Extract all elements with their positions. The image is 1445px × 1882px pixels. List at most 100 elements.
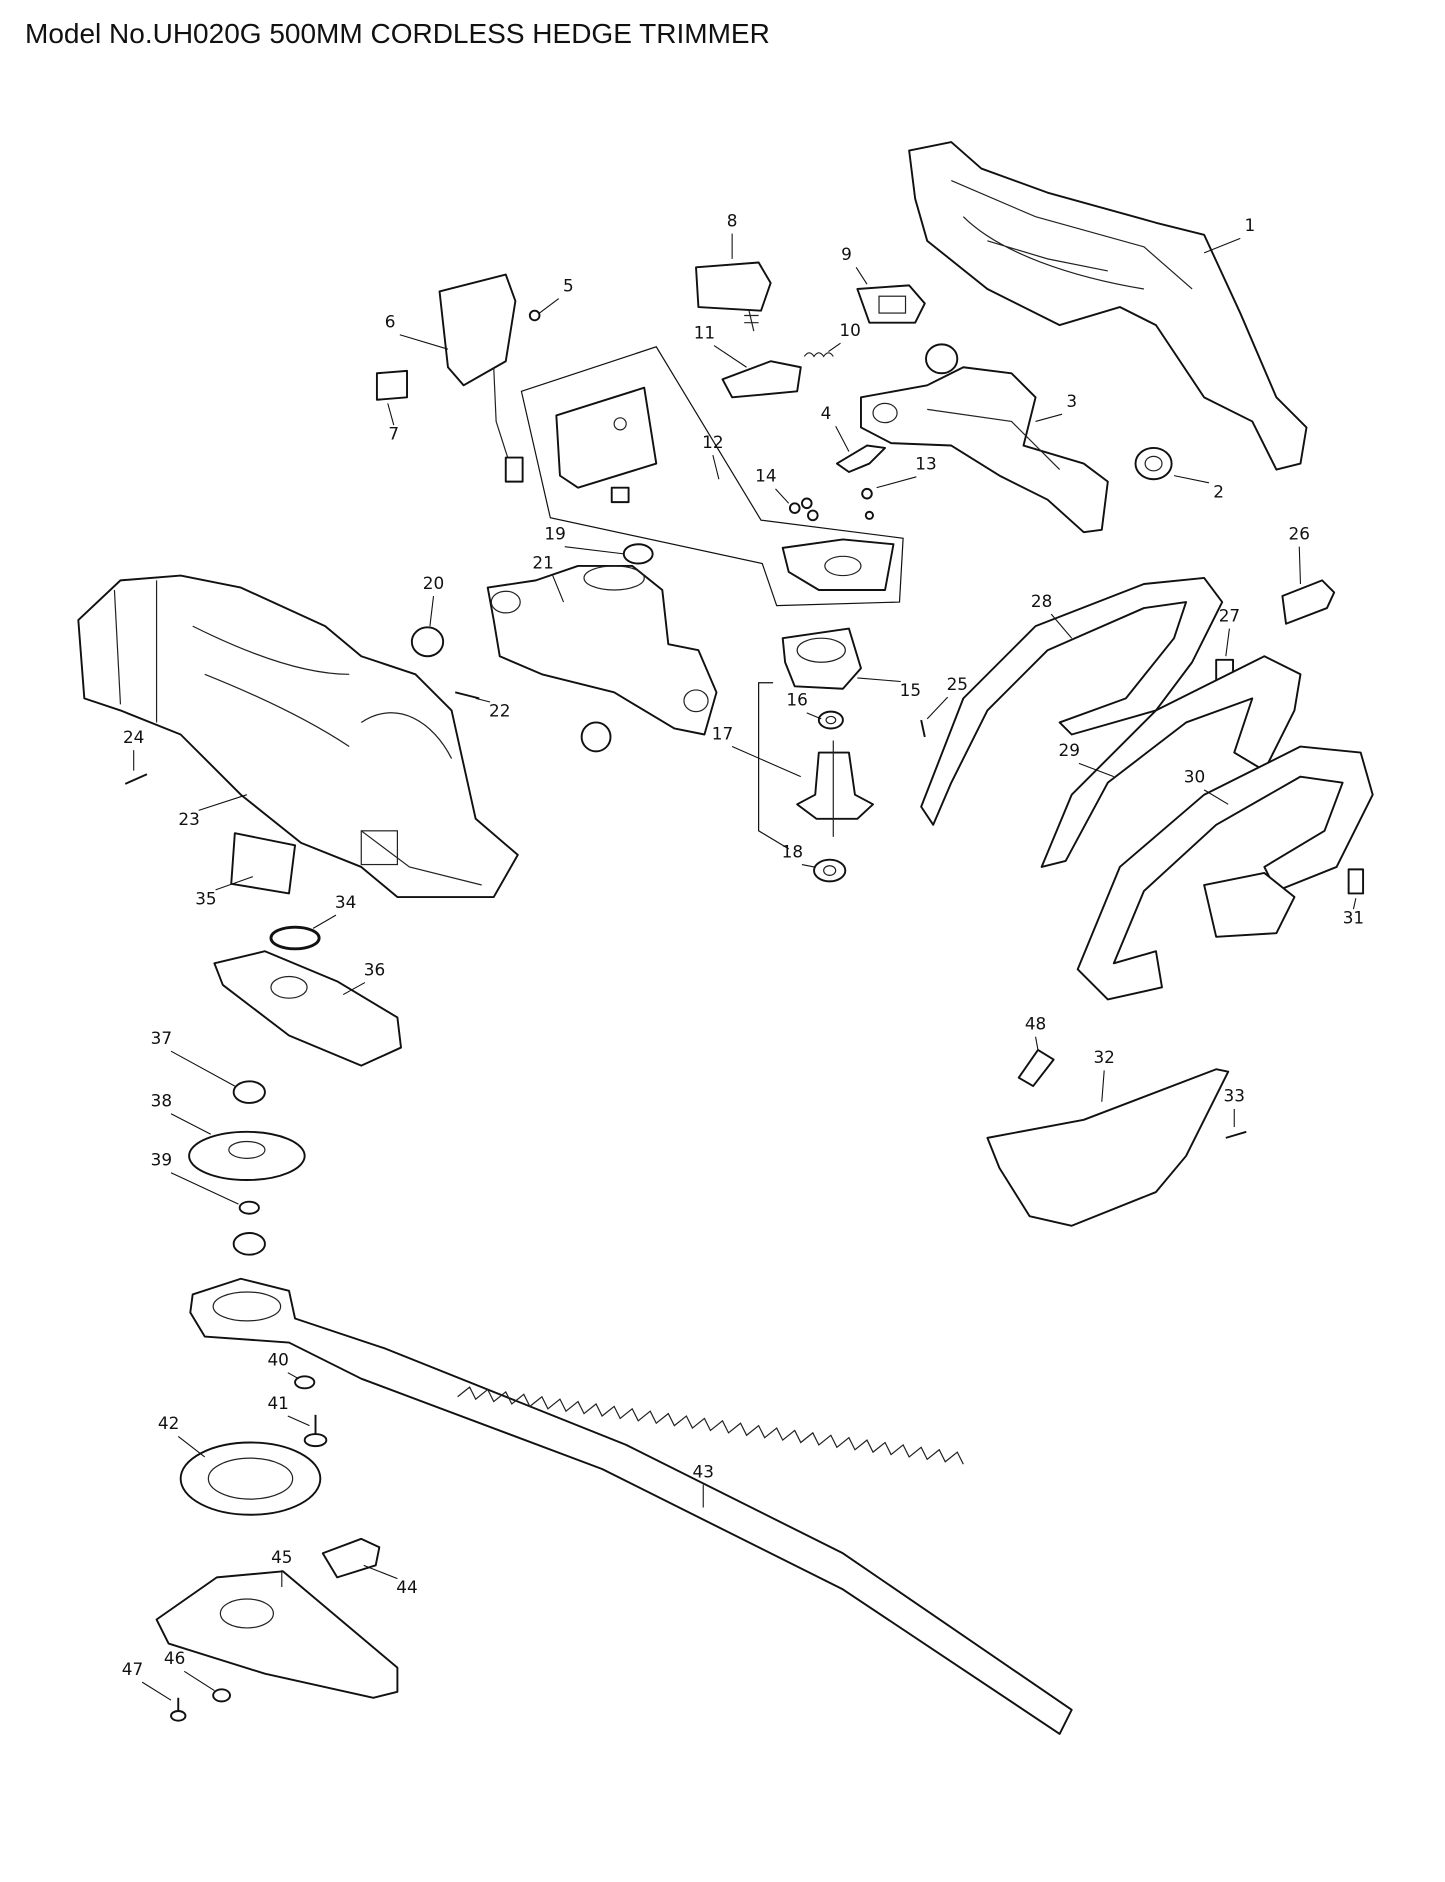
- leader-line-38: [170, 1113, 212, 1135]
- part-label-47: 47: [122, 1659, 143, 1679]
- part-label-42: 42: [158, 1413, 179, 1433]
- part-11-lock-lever: [721, 360, 802, 399]
- part-41-bolt: [303, 1414, 328, 1448]
- part-30-loop-handle: [1076, 745, 1374, 1001]
- leader-line-28: [1050, 613, 1073, 639]
- part-label-19: 19: [544, 523, 565, 543]
- leader-line-30: [1203, 789, 1229, 805]
- part-label-31: 31: [1343, 908, 1364, 928]
- part-12-controller: [555, 386, 895, 591]
- part-label-21: 21: [532, 552, 553, 572]
- part-label-8: 8: [727, 210, 738, 230]
- part-label-30: 30: [1184, 767, 1205, 787]
- leader-line-29: [1078, 762, 1115, 778]
- part-20-grommet: [410, 626, 445, 658]
- part-26-component: [1281, 579, 1336, 625]
- part-3-frame: [860, 366, 1109, 534]
- diagram-title: Model No.UH020G 500MM CORDLESS HEDGE TRI…: [25, 18, 770, 49]
- leader-line-27: [1225, 628, 1230, 657]
- leader-line-16: [806, 712, 822, 720]
- part-7-label: [375, 369, 408, 401]
- part-8-switch-button: [695, 261, 772, 332]
- part-label-2: 2: [1213, 481, 1224, 501]
- leader-line-5: [539, 298, 560, 314]
- part-21-gear-housing: [486, 564, 718, 736]
- leader-line-42: [177, 1436, 206, 1458]
- leader-line-15: [857, 677, 901, 683]
- part-25-screw: [920, 719, 926, 738]
- part-label-24: 24: [123, 727, 144, 747]
- part-label-10: 10: [839, 320, 860, 340]
- leader-line-32: [1101, 1070, 1105, 1102]
- part-31-bolt: [1347, 868, 1365, 895]
- part-label-1: 1: [1245, 215, 1256, 235]
- leader-line-18: [801, 864, 815, 868]
- part-16-bearing: [817, 710, 844, 730]
- leader-line-1: [1203, 237, 1241, 254]
- leader-line-4: [835, 425, 850, 452]
- leader-line-12: [712, 455, 720, 480]
- part-42-plate: [179, 1441, 322, 1516]
- part-label-14: 14: [755, 466, 776, 486]
- part-label-28: 28: [1031, 591, 1052, 611]
- part-label-27: 27: [1219, 605, 1240, 625]
- leader-line-31: [1352, 898, 1357, 910]
- part-label-4: 4: [821, 403, 832, 423]
- leader-line-40: [287, 1372, 299, 1380]
- leader-line-41: [287, 1415, 310, 1427]
- part-38-gear: [188, 1130, 306, 1181]
- part-17-rotor: [796, 740, 874, 837]
- part-label-39: 39: [151, 1150, 172, 1170]
- leader-line-6: [399, 334, 449, 350]
- part-label-37: 37: [151, 1028, 172, 1048]
- leader-line-23: [198, 794, 248, 811]
- part-label-20: 20: [423, 573, 444, 593]
- leader-line-20: [429, 595, 435, 627]
- leader-line-22: [475, 697, 491, 703]
- leader-line-39: [170, 1172, 239, 1205]
- part-label-36: 36: [364, 959, 385, 979]
- part-28-handle-cover: [920, 577, 1224, 826]
- part-32-guard: [986, 1068, 1230, 1227]
- part-6-switch-board: [438, 273, 524, 483]
- part-1-housing: [908, 141, 1308, 471]
- leader-line-14: [775, 488, 790, 504]
- part-label-29: 29: [1059, 740, 1080, 760]
- leader-line-25: [926, 696, 949, 720]
- part-2-grommet: [1134, 446, 1173, 481]
- leader-line-34: [312, 914, 337, 929]
- part-label-5: 5: [563, 275, 574, 295]
- part-39-bearing-b: [232, 1232, 266, 1256]
- part-label-25: 25: [947, 674, 968, 694]
- part-30-handle-clamp: [1203, 872, 1296, 938]
- part-label-22: 22: [489, 700, 510, 720]
- part-label-18: 18: [782, 841, 803, 861]
- leader-line-7: [387, 403, 395, 426]
- part-37-bearing: [232, 1080, 266, 1104]
- part-18-bearing: [813, 858, 847, 883]
- leader-line-10: [828, 342, 841, 353]
- part-39-washer: [238, 1200, 260, 1215]
- part-15-stator: [781, 627, 862, 690]
- part-46-nut: [212, 1688, 231, 1703]
- leader-line-2: [1173, 475, 1210, 484]
- part-label-16: 16: [786, 690, 807, 710]
- part-label-44: 44: [396, 1577, 417, 1597]
- part-23-main-housing: [77, 574, 519, 899]
- part-10-spring: [803, 352, 834, 358]
- leader-line-37: [170, 1050, 236, 1087]
- part-label-13: 13: [915, 454, 936, 474]
- part-47-bolt: [170, 1697, 187, 1722]
- part-label-46: 46: [164, 1648, 185, 1668]
- leader-line-21: [552, 575, 565, 603]
- leader-lines: [133, 233, 1357, 1701]
- part-label-6: 6: [385, 312, 396, 332]
- part-13-screw: [861, 487, 873, 500]
- part-label-43: 43: [693, 1461, 714, 1481]
- part-14-screws: [788, 497, 819, 522]
- part-4-lever: [835, 444, 887, 473]
- part-45-cover: [155, 1570, 399, 1699]
- part-33-screw: [1225, 1130, 1247, 1139]
- part-label-3: 3: [1066, 391, 1077, 411]
- part-label-35: 35: [195, 888, 216, 908]
